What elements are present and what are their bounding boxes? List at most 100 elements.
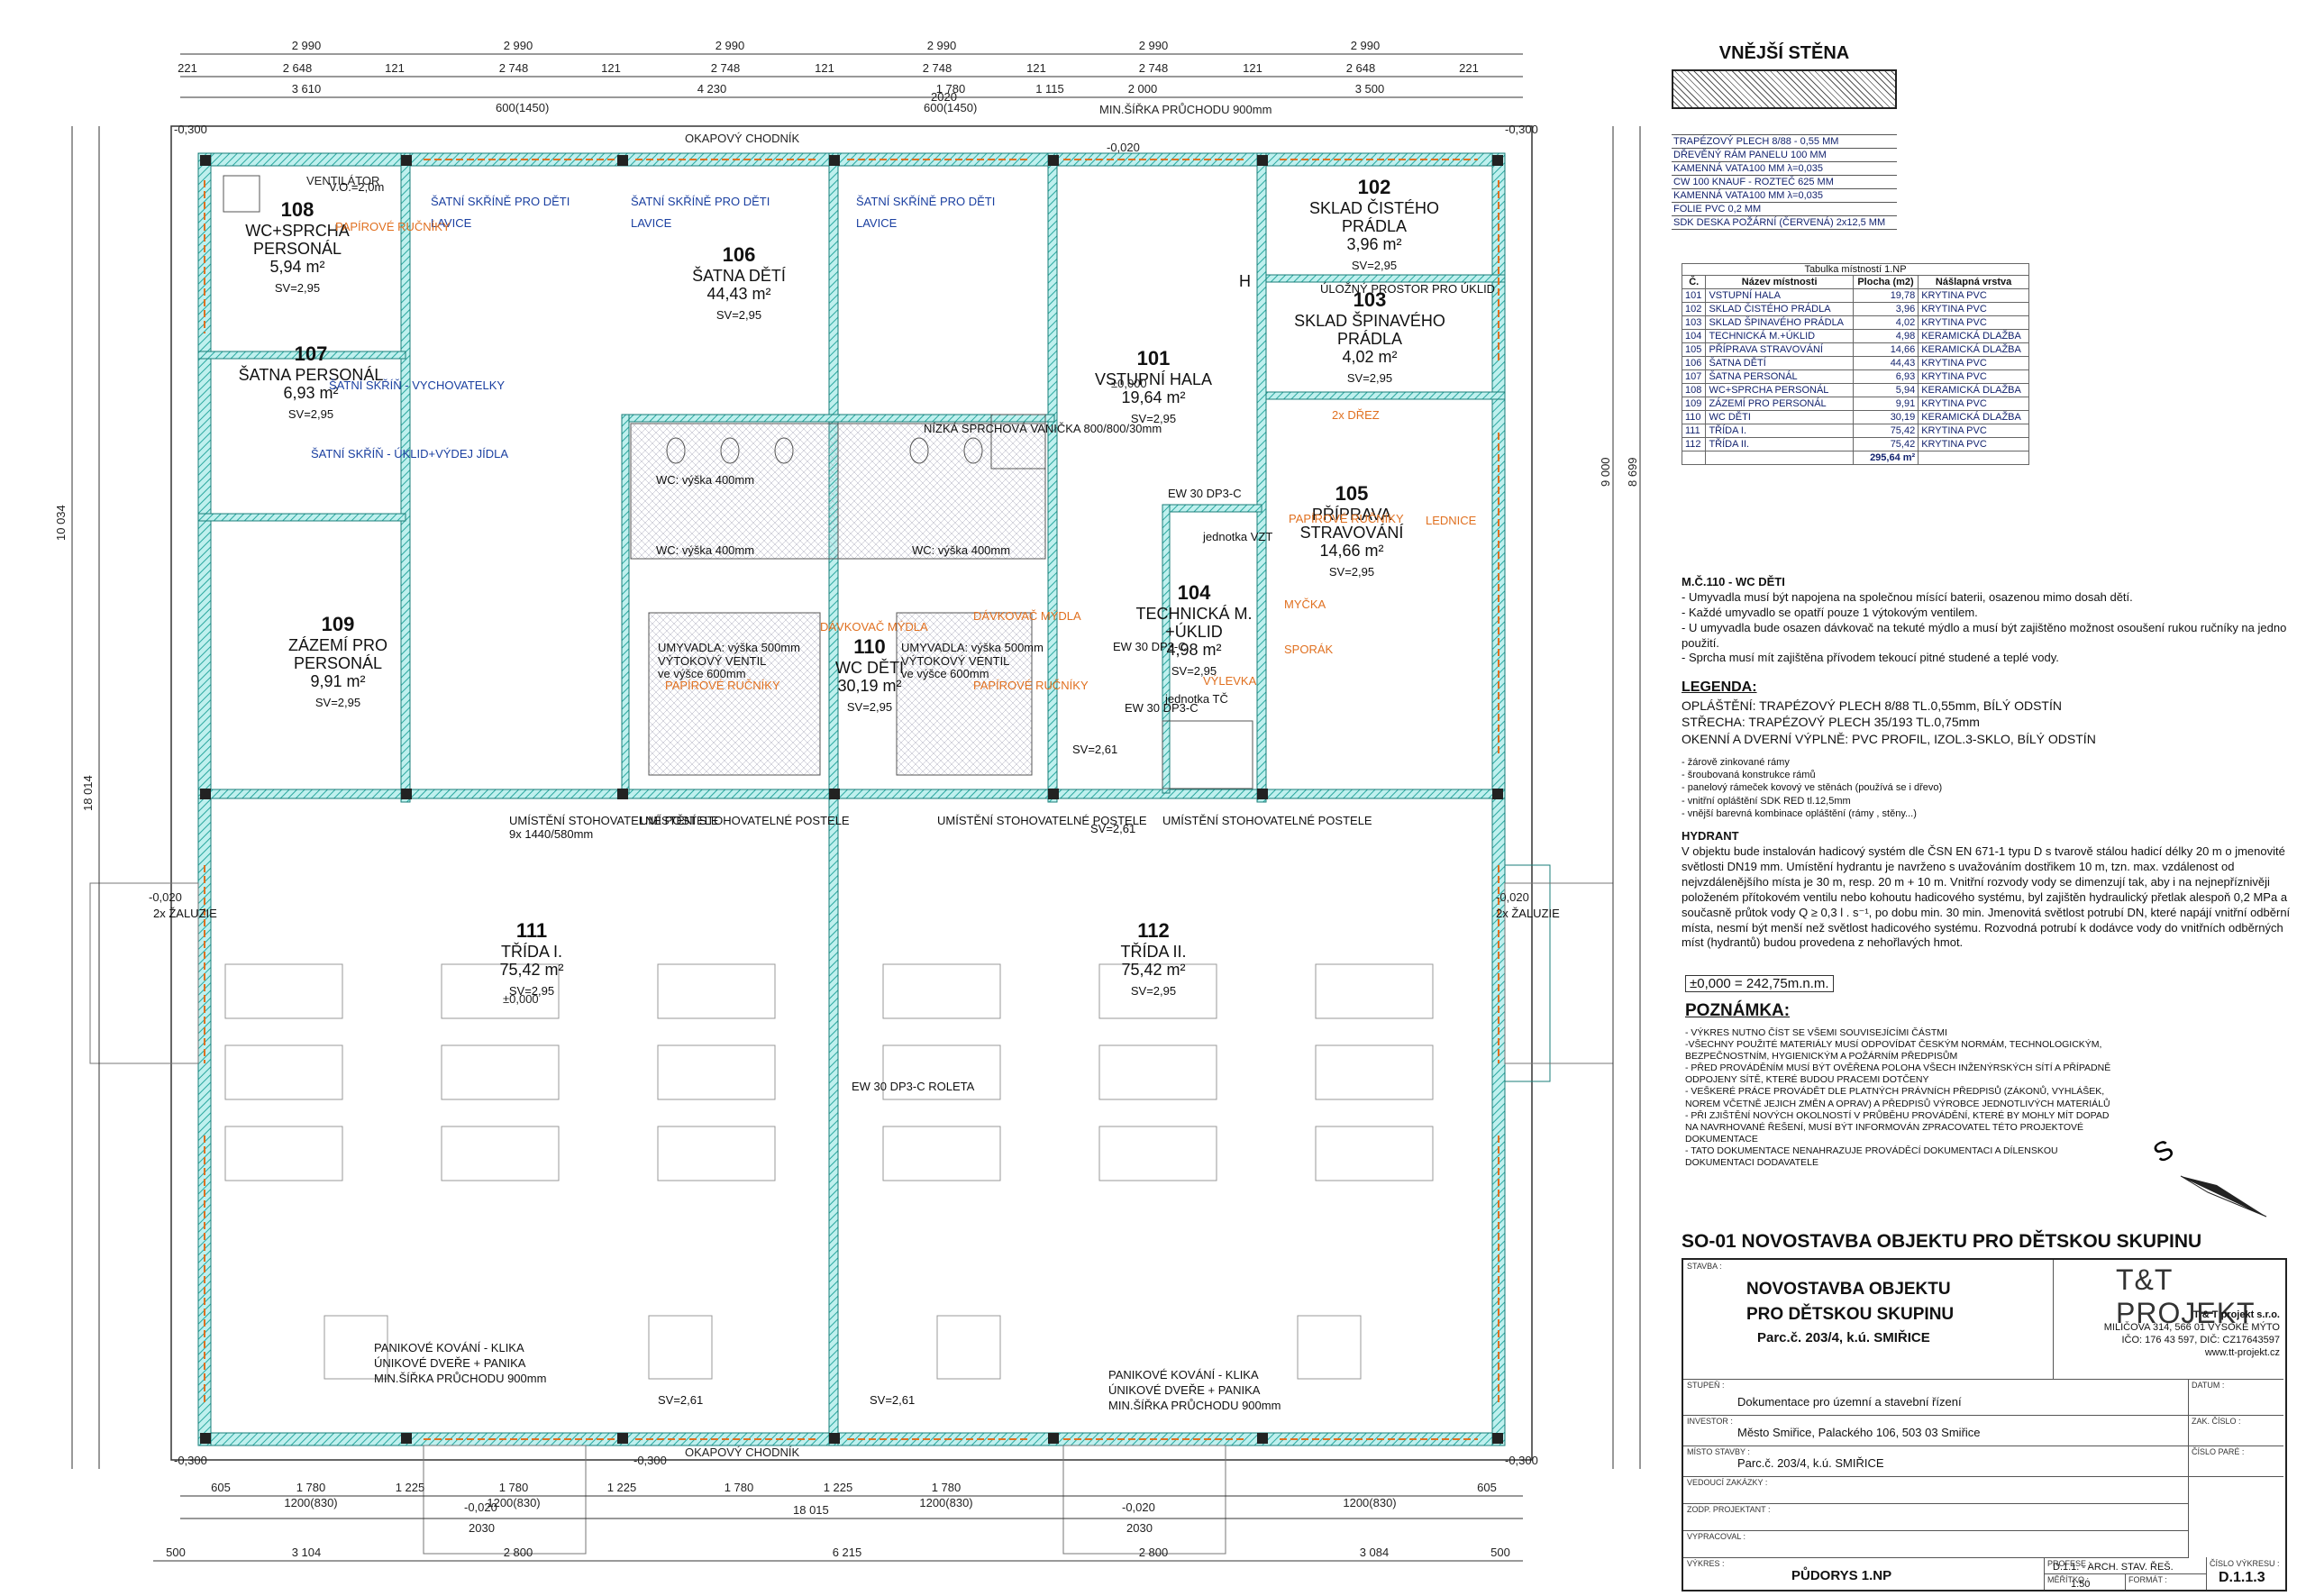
- stavba-line3: Parc.č. 203/4, k.ú. SMIŘICE: [1757, 1330, 1930, 1345]
- room-name-112: TŘÍDA II.: [1120, 943, 1186, 961]
- okapovy-top: OKAPOVÝ CHODNÍK: [685, 132, 799, 145]
- legend-bullet: - panelový rámeček kovový ve stěnách (po…: [1682, 782, 1943, 794]
- ventilator: VENTILÁTOR: [306, 174, 379, 187]
- wc-note-line: - Sprcha musí mít zajištěna přívodem tek…: [1682, 651, 2059, 665]
- room-name2-104: +ÚKLID: [1165, 622, 1223, 641]
- table-cell: PŘÍPRAVA STRAVOVÁNÍ: [1705, 342, 1854, 357]
- umyvadla-1: UMYVADLA: výška 500mm: [658, 641, 800, 654]
- bottom-dim-2: 2 800: [504, 1546, 533, 1559]
- cislo-vykresu-value: D.1.1.3: [2219, 1570, 2265, 1585]
- room-sv-102: SV=2,95: [1352, 259, 1397, 272]
- remark-line: - PŘI ZJIŠTĚNÍ NOVÝCH OKOLNOSTÍ V PRŮBĚH…: [1685, 1109, 2110, 1145]
- title-block-heading: SO-01 NOVOSTAVBA OBJEKTU PRO DĚTSKOU SKU…: [1682, 1231, 2202, 1252]
- table-cell: ZÁZEMÍ PRO PERSONÁL: [1705, 397, 1854, 411]
- room-area-105: 14,66 m²: [1319, 542, 1383, 560]
- company-web: www.tt-projekt.cz: [2204, 1347, 2280, 1358]
- level-tr: -0,300: [1505, 123, 1538, 136]
- stupen-value: Dokumentace pro územní a stavební řízení: [1737, 1395, 1962, 1409]
- room-table: Tabulka místností 1.NP Č.Název místnosti…: [1681, 263, 2029, 465]
- top-dim-1: 2 990: [292, 39, 322, 52]
- zaluzie-right: 2x ŽALUZIE: [1496, 907, 1560, 920]
- wall-layer: TRAPÉZOVÝ PLECH 8/88 - 0,55 MM: [1672, 135, 1897, 149]
- room-name-104: TECHNICKÁ M.: [1135, 605, 1252, 623]
- table-cell: 101: [1681, 288, 1707, 303]
- sv261-4: SV=2,61: [870, 1393, 915, 1407]
- top-dim-3: 3 610: [292, 82, 322, 96]
- bottom-dim-2: 3 084: [1360, 1546, 1390, 1559]
- format-cell: FORMÁT :: [2125, 1573, 2207, 1590]
- title-block-box: STAVBA : NOVOSTAVBA OBJEKTU PRO DĚTSKOU …: [1682, 1258, 2287, 1591]
- level-left-entry: -0,020: [149, 890, 182, 904]
- wc-vyska-2: WC: výška 400mm: [656, 543, 754, 557]
- right-total2: 8 699: [1626, 457, 1639, 487]
- profese-value: D.1.1. - ARCH. STAV. ŘEŠ.: [2053, 1562, 2174, 1573]
- level-b2: -0,300: [633, 1454, 667, 1467]
- top-dim-2: 121: [1026, 61, 1046, 75]
- top-dim-1: 2 990: [715, 39, 745, 52]
- top-dim-3: 1 780: [936, 82, 966, 96]
- bottom-dim-2: 500: [1490, 1546, 1510, 1559]
- table-cell: KERAMICKÁ DLAŽBA: [1918, 410, 2029, 424]
- legend-bullet: - vnitřní opláštění SDK RED tl.12,5mm: [1682, 795, 1851, 807]
- top-dim-2: 2 748: [711, 61, 741, 75]
- north-arrow: S: [2154, 1135, 2267, 1218]
- cislo-vykresu-cell: ČÍSLO VÝKRESU : D.1.1.3: [2210, 1559, 2280, 1585]
- room-number-110: 110: [853, 635, 886, 658]
- postele-2: UMÍSTĚNÍ STOHOVATELNÉ POSTELE: [640, 814, 850, 827]
- misc-labels: OKAPOVÝ CHODNÍK OKAPOVÝ CHODNÍK VENTILÁT…: [54, 90, 1639, 1535]
- room-area-101: 19,64 m²: [1121, 388, 1185, 406]
- top-dim-2: 2 748: [923, 61, 952, 75]
- room-number-112: 112: [1137, 919, 1170, 942]
- zero-level: ±0,000 = 242,75m.n.m.: [1685, 975, 1834, 992]
- dim-note-600: 600(1450): [496, 101, 549, 114]
- bottom-dim-2: 6 215: [833, 1546, 862, 1559]
- wc-note-line: - U umyvadla bude osazen dávkovač na tek…: [1682, 620, 2287, 650]
- level-top-entry: -0,020: [1107, 141, 1140, 154]
- wall-layer: KAMENNÁ VATA100 MM λ=0,035: [1672, 189, 1897, 203]
- room-number-103: 103: [1354, 288, 1387, 311]
- skrin-vych: ŠATNÍ SKŘÍŇ - VYCHOVATELKY: [329, 378, 505, 392]
- hydrant-text: V objektu bude instalován hadicový systé…: [1682, 844, 2291, 950]
- room-table-head-cell: Název místnosti: [1705, 275, 1854, 289]
- table-cell: 105: [1681, 342, 1707, 357]
- level-bl: -0,300: [174, 1454, 207, 1467]
- ventil-2: VÝTOKOVÝ VENTIL: [901, 654, 1009, 668]
- north-letter: S: [2154, 1135, 2179, 1170]
- top-dim-2: 221: [1459, 61, 1479, 75]
- table-cell: 106: [1681, 356, 1707, 370]
- title-block: SO-01 NOVOSTAVBA OBJEKTU PRO DĚTSKOU SKU…: [1682, 1231, 2287, 1591]
- wc-fixtures: [223, 175, 1253, 789]
- bottom-dim-1: 1 225: [824, 1481, 853, 1494]
- wall-hatch-sample: [1672, 69, 1897, 109]
- room-area-109: 9,91 m²: [310, 672, 365, 690]
- room-name2-109: PERSONÁL: [294, 654, 382, 672]
- room-area-107: 6,93 m²: [283, 384, 338, 402]
- top-dim-1: 2 990: [1351, 39, 1381, 52]
- lavice-3: LAVICE: [856, 216, 898, 230]
- postele-3: UMÍSTĚNÍ STOHOVATELNÉ POSTELE: [937, 814, 1147, 827]
- top-dim-1: 2 990: [927, 39, 957, 52]
- table-cell: KERAMICKÁ DLAŽBA: [1918, 383, 2029, 397]
- postele-1: UMÍSTĚNÍ STOHOVATELNÉ POSTELE: [509, 814, 719, 827]
- company-cell: T&T PROJEKT T & T projekt s.r.o. MILIČOV…: [2053, 1260, 2283, 1380]
- level-tl: -0,300: [174, 123, 207, 136]
- table-cell: ŠATNA DĚTÍ: [1705, 356, 1854, 370]
- investor-cell: INVESTOR : Město Smiřice, Palackého 106,…: [1683, 1415, 2189, 1446]
- company-ico: IČO: 176 43 597, DIČ: CZ17643597: [2121, 1335, 2281, 1345]
- sporak: SPORÁK: [1284, 643, 1334, 656]
- table-cell: 112: [1681, 437, 1707, 451]
- table-cell: TŘÍDA II.: [1705, 437, 1854, 451]
- room-name-102: SKLAD ČISTÉHO: [1309, 198, 1439, 217]
- vedouci-cell: VEDOUCÍ ZAKÁZKY :: [1683, 1476, 2189, 1504]
- room-table-head-cell: Nášlapná vrstva: [1918, 275, 2029, 289]
- mycka: MYČKA: [1284, 597, 1326, 611]
- table-cell: 6,93: [1852, 369, 1919, 384]
- sv261-1: SV=2,61: [1090, 822, 1135, 835]
- meritko-value: 1:50: [2071, 1579, 2091, 1590]
